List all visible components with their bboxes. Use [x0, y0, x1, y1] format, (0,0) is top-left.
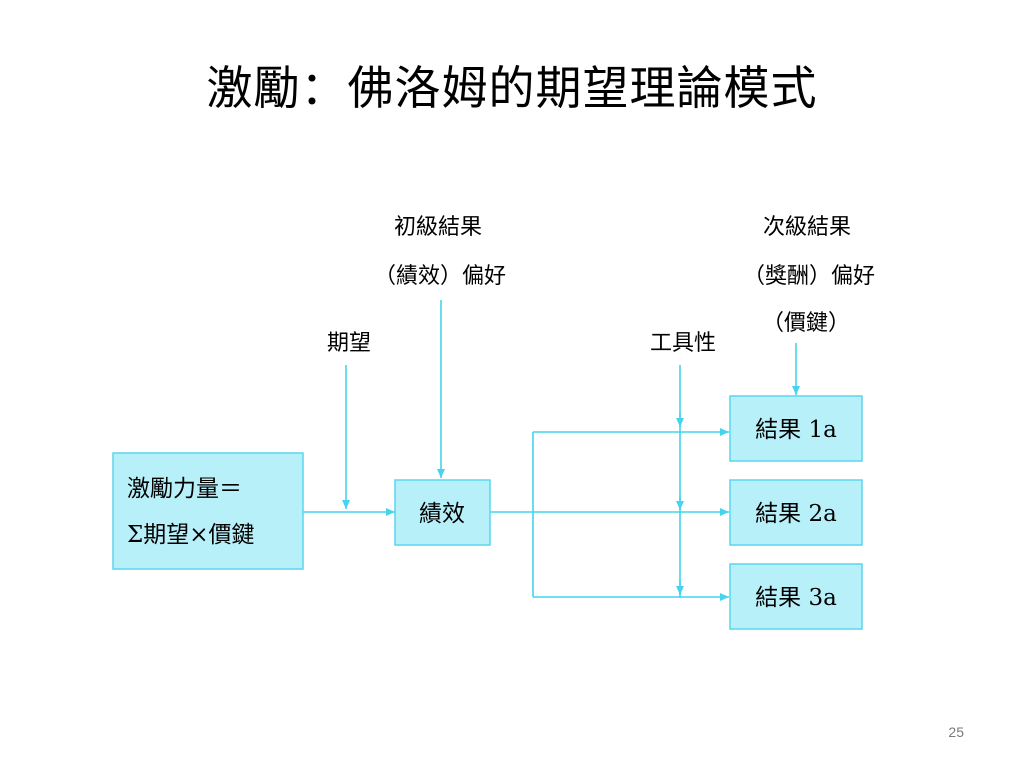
label-secondary-outcome-line3: （價鍵） [762, 311, 850, 336]
label-secondary-outcome-line1: 次級結果 [763, 215, 851, 240]
box-outcome-1a-label: 結果 1a [755, 417, 837, 443]
box-outcome-1a: 結果 1a [729, 395, 863, 462]
box-performance: 績效 [394, 479, 491, 546]
label-primary-outcome-line1: 初級結果 [394, 215, 482, 240]
label-expectancy: 期望 [327, 331, 371, 356]
box-motivation-force: 激勵力量＝ Σ期望×價鍵 [112, 452, 304, 570]
label-secondary-outcome-line2: （獎酬）偏好 [743, 264, 875, 289]
box-performance-label: 績效 [419, 501, 465, 527]
box-outcome-3a-label: 結果 3a [755, 585, 837, 611]
label-instrumentality: 工具性 [650, 331, 716, 356]
box-outcome-2a-label: 結果 2a [755, 501, 837, 527]
box-force-line2: Σ期望×價鍵 [127, 522, 255, 548]
slide-title: 激勵：佛洛姆的期望理論模式 [206, 61, 818, 115]
page-number: 25 [948, 724, 964, 740]
box-outcome-2a: 結果 2a [729, 479, 863, 546]
label-primary-outcome-line2: （績效）偏好 [374, 264, 506, 289]
box-force-line1: 激勵力量＝ [127, 476, 242, 502]
box-outcome-3a: 結果 3a [729, 563, 863, 630]
